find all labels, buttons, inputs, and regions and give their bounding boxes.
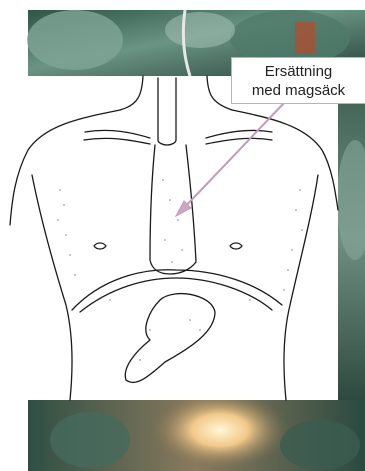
neck-outline-right xyxy=(207,76,232,110)
nipple-left xyxy=(94,243,106,249)
annotation-line-1: Ersättning xyxy=(265,62,333,81)
stomach-remnant xyxy=(125,294,215,383)
clavicle-left xyxy=(84,130,150,144)
torso-outline-right xyxy=(232,110,338,400)
arrow-icon xyxy=(176,103,284,216)
neck-outline-left xyxy=(120,76,143,110)
nipple-right xyxy=(230,243,242,249)
clavicle-right xyxy=(206,130,272,144)
torso-outline-left xyxy=(10,110,120,400)
diaphragm-curve xyxy=(72,270,282,312)
annotation-line-2: med magsäck xyxy=(252,81,345,100)
annotation-label: Ersättning med magsäck xyxy=(231,57,365,104)
esophagus-upper xyxy=(158,78,176,145)
